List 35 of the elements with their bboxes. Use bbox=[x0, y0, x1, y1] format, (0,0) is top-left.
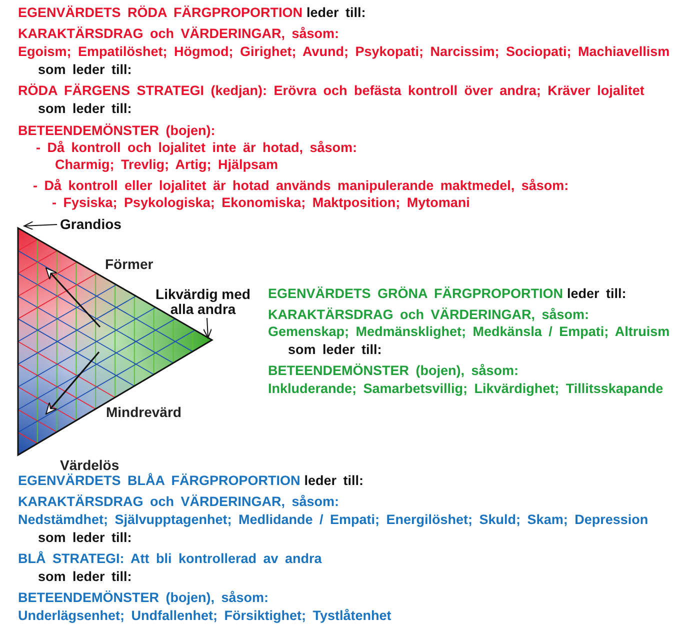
connector-text: leder till: bbox=[567, 286, 626, 302]
heading: BETEENDEMÖNSTER (bojen), såsom: bbox=[18, 590, 269, 606]
connector-text: som leder till: bbox=[288, 342, 382, 358]
leader-line bbox=[203, 318, 212, 338]
trait-list: Egoism; Empatilöshet; Högmod; Girighet; Avund; Psykopati; Narcissim; Sociopati; Machiavellism bbox=[18, 44, 670, 60]
heading: BETEENDEMÖNSTER (bojen): bbox=[18, 123, 216, 139]
connector-text: som leder till: bbox=[38, 62, 132, 78]
connector-text: som leder till: bbox=[38, 101, 132, 117]
trait-list: Gemenskap; Medmänsklighet; Medkänsla / Empati; Altruism bbox=[268, 324, 670, 340]
strategy-text: RÖDA FÄRGENS STRATEGI (kedjan): Erövra och befästa kontroll över andra; Kräver lojalitet bbox=[18, 83, 644, 99]
connector-text: som leder till: bbox=[38, 530, 132, 546]
connector-text: leder till: bbox=[304, 473, 364, 489]
condition-text: - Då kontroll och lojalitet inte är hotad, såsom: bbox=[36, 140, 358, 156]
vertex-label: Värdelös bbox=[60, 457, 120, 473]
trait-list: Nedstämdhet; Självupptagenhet; Medlidande / Empati; Energilöshet; Skuld; Skam; Depression bbox=[18, 512, 648, 528]
heading: KARAKTÄRSDRAG och VÄRDERINGAR, såsom: bbox=[18, 26, 340, 42]
axis-label: Förmer bbox=[105, 256, 154, 272]
trait-list: Charmig; Trevlig; Artig; Hjälpsam bbox=[55, 157, 278, 173]
leader-line bbox=[24, 221, 58, 230]
heading: KARAKTÄRSDRAG och VÄRDERINGAR, såsom: bbox=[268, 307, 590, 323]
vertex-label: Likvärdig med alla andra bbox=[148, 287, 258, 317]
heading: EGENVÄRDETS GRÖNA FÄRGPROPORTION bbox=[268, 286, 564, 302]
heading: EGENVÄRDETS RÖDA FÄRGPROPORTION bbox=[18, 5, 303, 21]
trait-list: - Fysiska; Psykologiska; Ekonomiska; Maktposition; Mytomani bbox=[52, 195, 470, 211]
heading: KARAKTÄRSDRAG och VÄRDERINGAR, såsom: bbox=[18, 494, 340, 510]
vertex-label: Grandios bbox=[60, 217, 122, 232]
strategy-text: BLÅ STRATEGI: Att bli kontrollerad av andra bbox=[18, 551, 322, 567]
connector-text: som leder till: bbox=[38, 569, 132, 585]
heading: EGENVÄRDETS BLÅA FÄRGPROPORTION bbox=[18, 473, 300, 489]
trait-list: Underlägsenhet; Undfallenhet; Försiktighet; Tystlåtenhet bbox=[18, 608, 392, 624]
heading: BETEENDEMÖNSTER (bojen), såsom: bbox=[268, 363, 519, 379]
trait-list: Inkluderande; Samarbetsvillig; Likvärdighet; Tillitsskapande bbox=[268, 381, 664, 397]
axis-label: Mindrevärd bbox=[106, 404, 182, 420]
condition-text: - Då kontroll eller lojalitet är hotad används manipulerande maktmedel, såsom: bbox=[33, 178, 569, 194]
connector-text: leder till: bbox=[306, 5, 366, 21]
